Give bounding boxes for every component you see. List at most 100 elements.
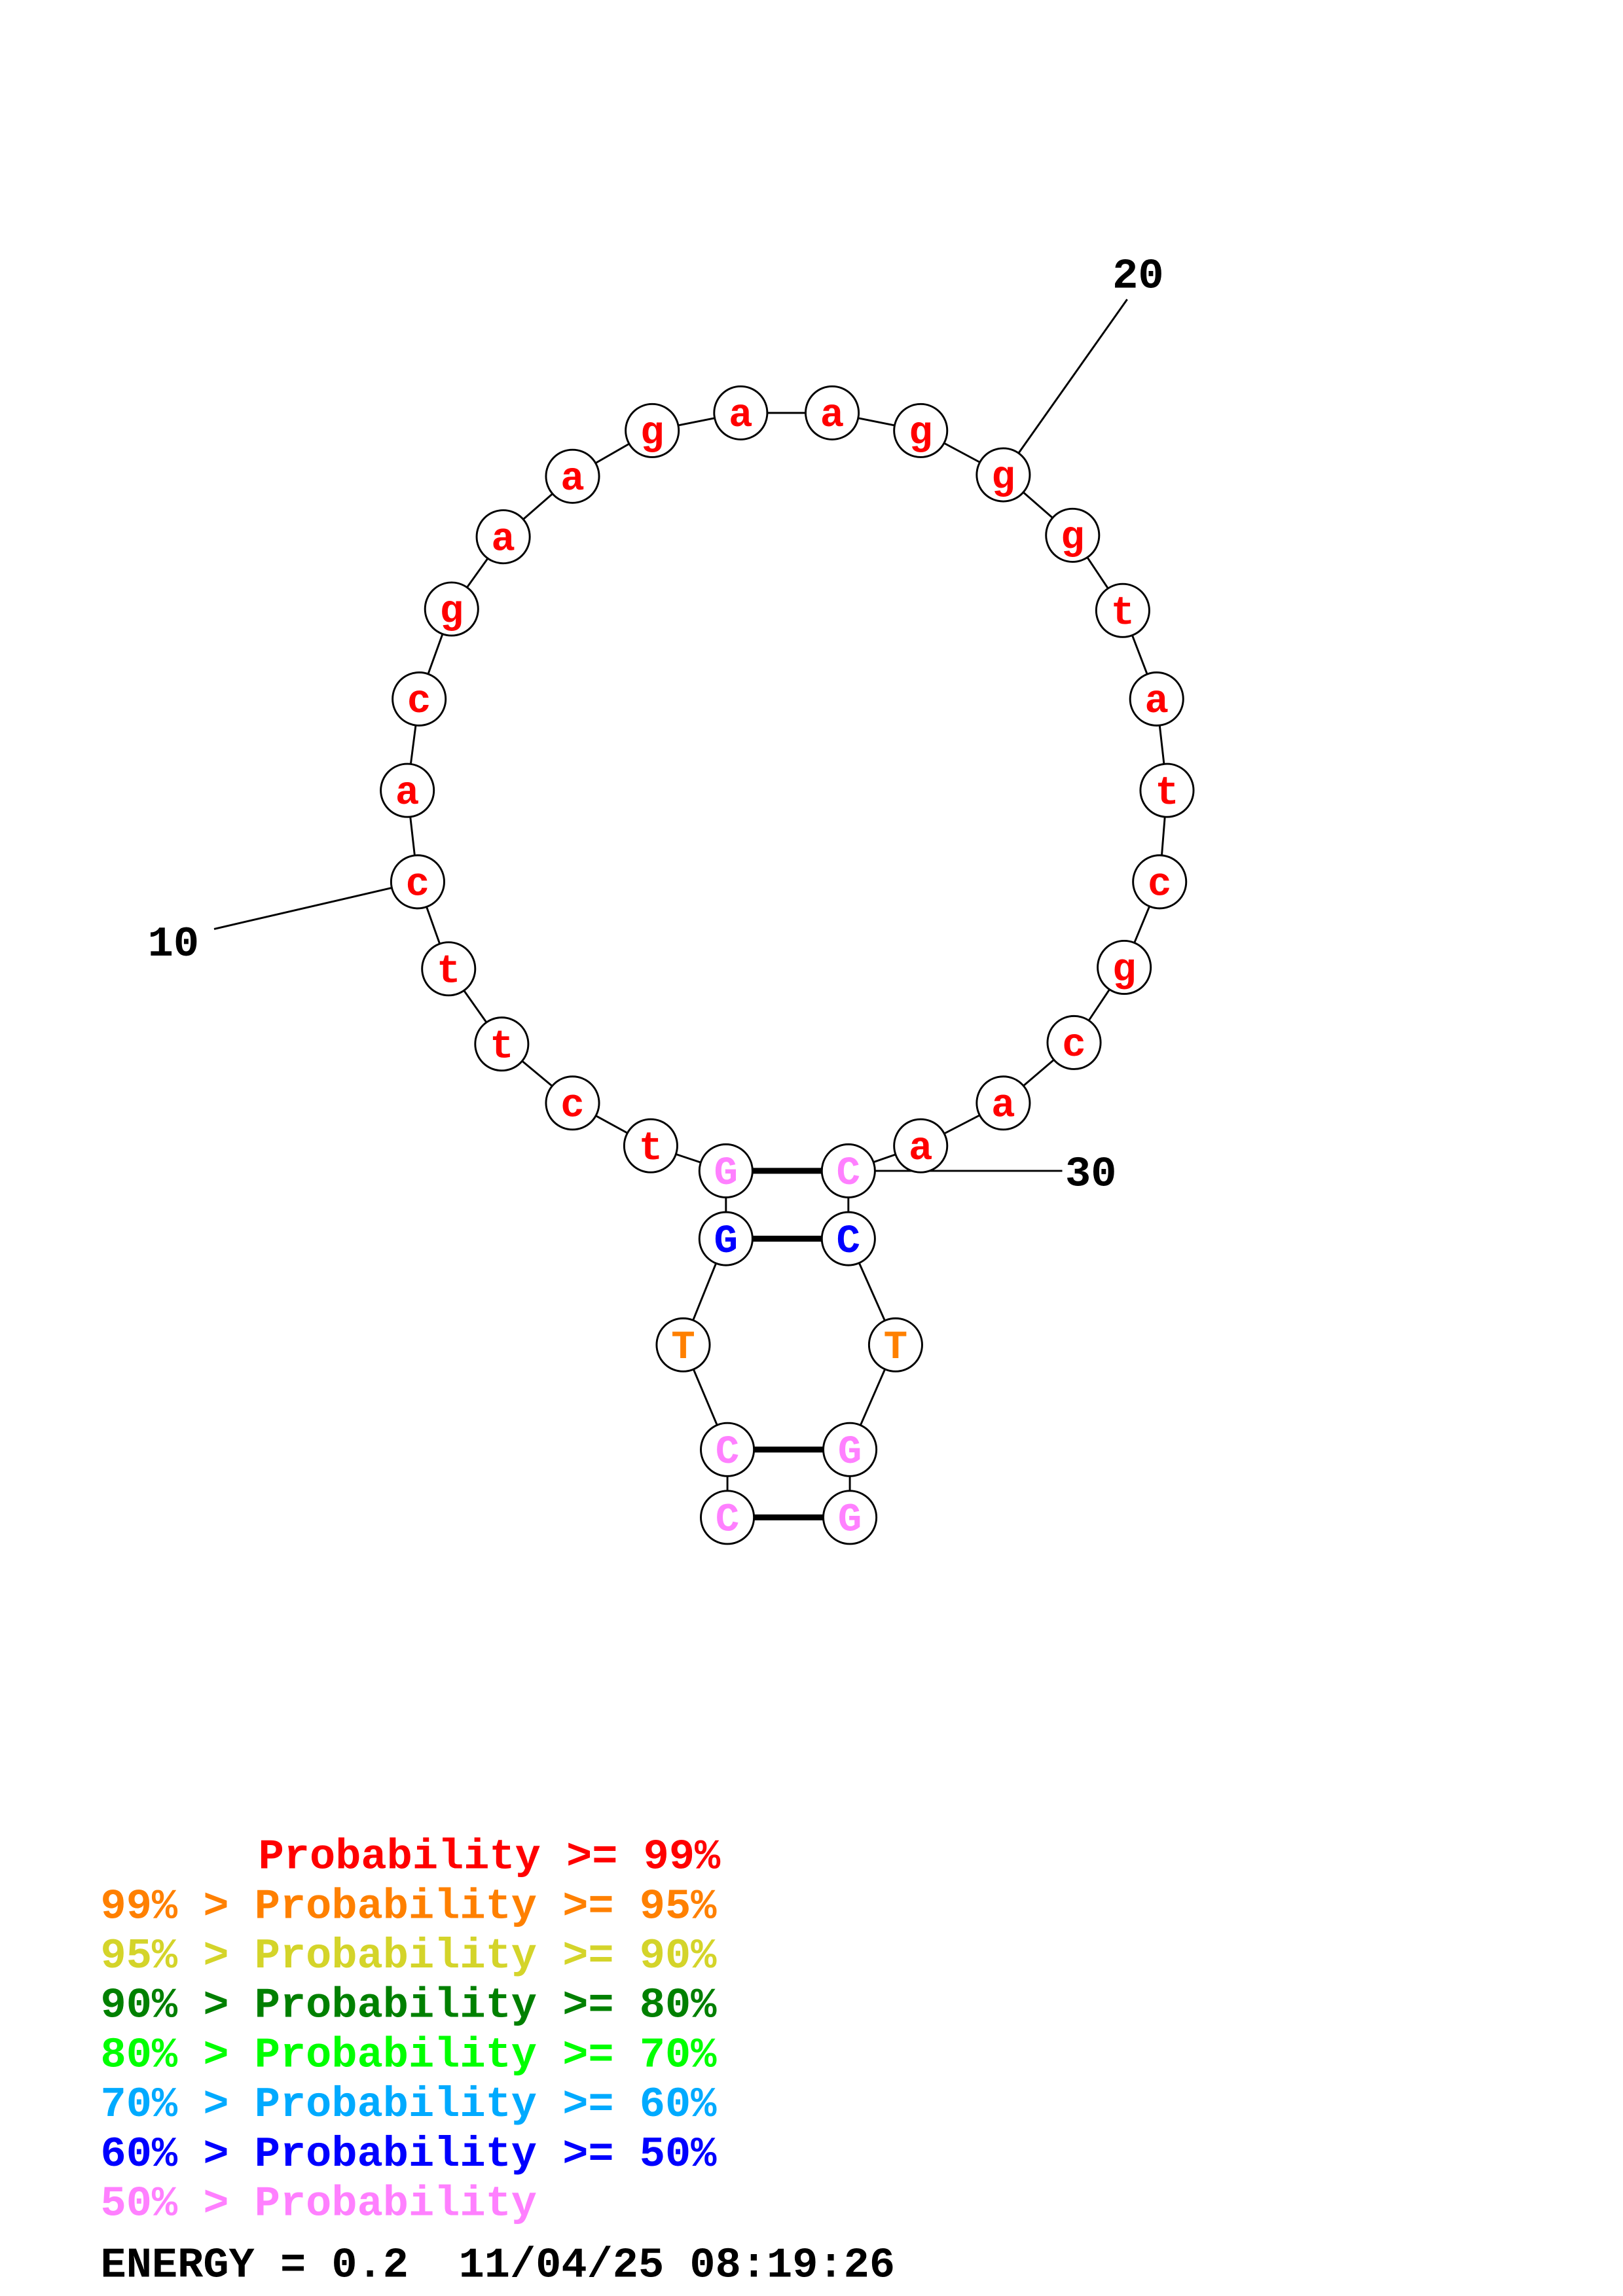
nucleotide-base: a (395, 771, 420, 816)
legend-row: 70% > Probability >= 60% (101, 2081, 718, 2129)
legend-row: 80% > Probability >= 70% (101, 2031, 718, 2079)
nucleotide-base: a (820, 393, 845, 439)
nucleotide-circle (700, 1490, 756, 1545)
probability-legend: Probability >= 99%99% > Probability >= 9… (101, 1833, 721, 2229)
nucleotide-circle (474, 1016, 530, 1072)
legend-row: 90% > Probability >= 80% (101, 1982, 718, 2030)
nucleotide-circle (1046, 1014, 1102, 1070)
nucleotide: a (380, 762, 435, 818)
nucleotide-base: g (640, 411, 665, 456)
nucleotide-circle (976, 1075, 1031, 1131)
nucleotide: a (1129, 671, 1184, 726)
nucleotide-base: g (439, 590, 464, 635)
nucleotide-circle (545, 448, 600, 504)
nucleotide: a (805, 385, 860, 440)
legend-row: 60% > Probability >= 50% (101, 2130, 718, 2179)
nucleotide: t (1139, 762, 1195, 818)
nucleotide: C (700, 1490, 756, 1545)
nucleotide-base: C (716, 1498, 740, 1543)
legend-prefix: 80% > (101, 2031, 255, 2079)
nucleotide-base: c (1148, 863, 1172, 908)
energy-footer: ENERGY = 0.2 11/04/25 08:19:26 (101, 2242, 896, 2290)
position-label: 30 (1065, 1150, 1116, 1198)
nucleotide-circle (475, 509, 531, 565)
nucleotide-circle (805, 385, 860, 440)
legend-row: 50% > Probability (101, 2180, 537, 2229)
nucleotide-base: C (837, 1151, 861, 1196)
nucleotide-base: G (838, 1430, 862, 1475)
nucleotide: t (623, 1118, 678, 1174)
legend-prefix: 90% > (101, 1982, 255, 2030)
nucleotide-circle (1095, 583, 1150, 638)
nucleotide: a (713, 385, 769, 440)
legend-prefix: 50% > (101, 2180, 255, 2229)
nucleotide-circle (698, 1143, 754, 1198)
nucleotide-circle (421, 941, 477, 997)
nucleotide-circle (1045, 507, 1101, 563)
nucleotide: c (1132, 854, 1188, 910)
nucleotide-circle (390, 854, 445, 910)
nucleotide-base: c (406, 863, 430, 908)
position-label: 20 (1112, 252, 1163, 300)
nucleotide: a (545, 448, 600, 504)
nucleotide-circle (820, 1143, 876, 1198)
nucleotide-base: g (1112, 948, 1137, 993)
nucleotide: g (424, 581, 479, 637)
legend-text: Probability >= 90% (255, 1932, 717, 1981)
legend-text: Probability >= 50% (255, 2130, 717, 2179)
nucleotide-circle (392, 671, 447, 726)
nucleotide: G (698, 1143, 754, 1198)
nucleotide-base: t (1111, 591, 1135, 636)
nucleotide-base: T (884, 1325, 908, 1371)
nucleotide: g (625, 403, 680, 458)
nucleotide-base: t (437, 950, 461, 995)
nucleotide: c (390, 854, 445, 910)
nucleotide-base: a (909, 1126, 933, 1172)
nucleotide: t (474, 1016, 530, 1072)
base-pairs (752, 1168, 824, 1520)
nucleotide-circle (380, 762, 435, 818)
legend-text: Probability >= 80% (255, 1982, 717, 2030)
nucleotide-base: C (837, 1219, 861, 1265)
nucleotide-circle (625, 403, 680, 458)
nucleotide: C (820, 1143, 876, 1198)
nucleotide: T (867, 1317, 923, 1372)
nucleotide: g (1097, 939, 1152, 996)
nucleotide: G (822, 1490, 878, 1545)
nucleotide-circle (1139, 762, 1195, 818)
nucleotide-circle (623, 1118, 678, 1174)
nucleotide-circle (424, 581, 479, 637)
nucleotide-base: G (714, 1219, 739, 1265)
position-label-leader (1002, 298, 1128, 476)
nucleotide: t (1095, 583, 1150, 638)
nucleotide-circle (893, 403, 949, 458)
nucleotide: a (976, 1075, 1031, 1131)
nucleotide-circle (1097, 939, 1152, 996)
nucleotide-circle (822, 1490, 878, 1545)
nucleotide: G (698, 1211, 754, 1266)
nucleotide-base: a (560, 457, 585, 502)
backbone (406, 412, 1168, 1518)
nucleotide-circle (1132, 854, 1188, 910)
nucleotide-circle (713, 385, 769, 440)
nucleotide: a (893, 1118, 949, 1174)
legend-prefix: 60% > (101, 2130, 255, 2179)
nucleotide-circle (698, 1211, 754, 1266)
timestamp: 11/04/25 08:19:26 (459, 2242, 895, 2290)
legend-row: 99% > Probability >= 95% (101, 1882, 718, 1931)
energy-value: ENERGY = 0.2 (101, 2242, 409, 2290)
nucleotide-circle (820, 1211, 876, 1266)
nucleotide: c (392, 671, 447, 726)
nucleotide-base: t (490, 1024, 514, 1069)
nucleotide: g (1045, 507, 1101, 563)
nucleotide-base: g (909, 411, 933, 456)
nucleotide-base: g (991, 456, 1015, 501)
nucleotide: c (545, 1075, 600, 1131)
position-label: 10 (148, 920, 199, 969)
nucleotide-base: a (491, 517, 515, 562)
nucleotide-circle (893, 1118, 949, 1174)
legend-prefix: 70% > (101, 2081, 255, 2129)
nucleotide-base: t (639, 1126, 663, 1172)
